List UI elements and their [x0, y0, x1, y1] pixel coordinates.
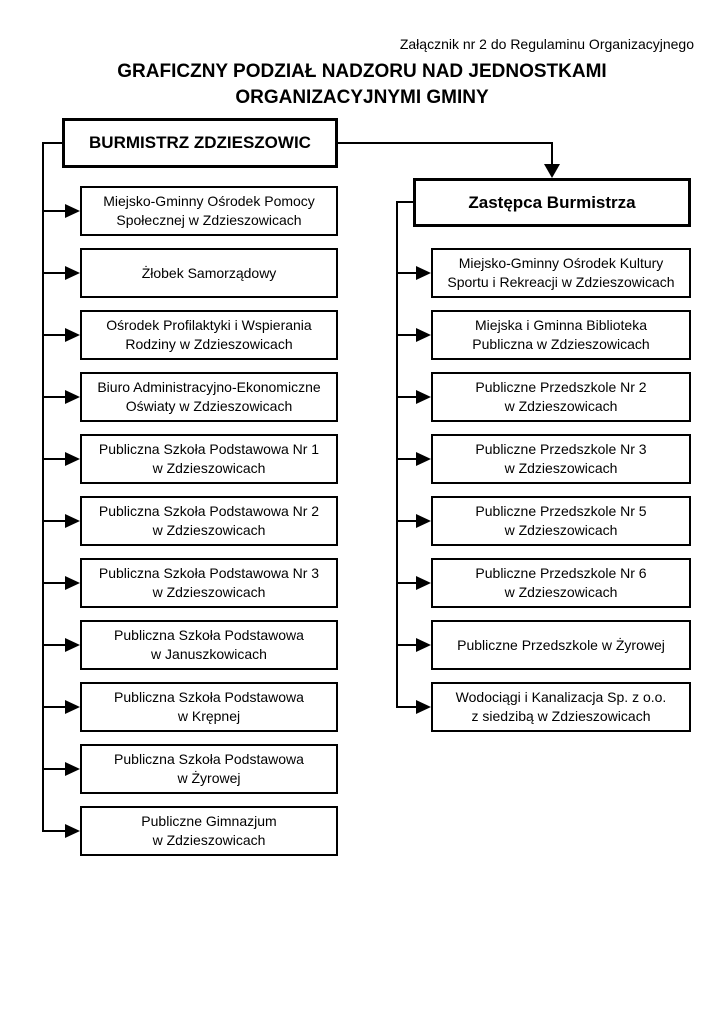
- page-title-line2: ORGANIZACYJNYMI GMINY: [235, 87, 489, 108]
- unit-line: Publiczne Przedszkole w Żyrowej: [457, 636, 665, 653]
- unit-line: Publiczne Przedszkole Nr 5: [475, 503, 647, 519]
- unit-line: w Zdzieszowicach: [504, 460, 618, 476]
- right-spine-line: [396, 201, 398, 707]
- unit-line: Ośrodek Profilaktyki i Wspierania: [106, 317, 312, 333]
- unit-line: Wodociągi i Kanalizacja Sp. z o.o.: [455, 689, 667, 705]
- arrow-right-icon: [42, 638, 80, 652]
- top-connector-vertical-line: [551, 142, 553, 166]
- unit-box-biuro-oswiaty: Biuro Administracyjno-Ekonomiczne Oświat…: [80, 372, 338, 422]
- arrow-right-icon: [42, 700, 80, 714]
- unit-line: Miejska i Gminna Biblioteka: [475, 317, 647, 333]
- unit-line: Publiczna Szkoła Podstawowa Nr 3: [98, 565, 320, 581]
- unit-box-psp2: Publiczna Szkoła Podstawowa Nr 2 w Zdzie…: [80, 496, 338, 546]
- arrow-right-icon: [396, 700, 431, 714]
- arrow-right-icon: [42, 390, 80, 404]
- unit-line: Biuro Administracyjno-Ekonomiczne: [97, 379, 321, 395]
- head-box-zastepca: Zastępca Burmistrza: [413, 178, 691, 227]
- unit-box-psp3: Publiczna Szkoła Podstawowa Nr 3 w Zdzie…: [80, 558, 338, 608]
- unit-line: w Zdzieszowicach: [152, 522, 266, 538]
- left-head-stub-line: [42, 142, 62, 144]
- head-box-burmistrz: BURMISTRZ ZDZIESZOWIC: [62, 118, 338, 168]
- unit-line: Miejsko-Gminny Ośrodek Kultury: [458, 255, 664, 271]
- arrow-right-icon: [42, 266, 80, 280]
- unit-line: w Zdzieszowicach: [504, 398, 618, 414]
- unit-line: w Januszkowicach: [151, 646, 267, 662]
- unit-line: z siedzibą w Zdzieszowicach: [471, 708, 651, 724]
- arrow-right-icon: [42, 452, 80, 466]
- arrow-right-icon: [396, 266, 431, 280]
- unit-box-przedszkole2: Publiczne Przedszkole Nr 2 w Zdzieszowic…: [431, 372, 691, 422]
- unit-line: Publiczna w Zdzieszowicach: [472, 336, 650, 352]
- left-spine-line: [42, 142, 44, 832]
- unit-line: Publiczna Szkoła Podstawowa Nr 1: [98, 441, 320, 457]
- unit-line: Oświaty w Zdzieszowicach: [125, 398, 293, 414]
- arrow-right-icon: [42, 328, 80, 342]
- unit-line: Publiczne Gimnazjum: [141, 813, 277, 829]
- unit-box-psp1: Publiczna Szkoła Podstawowa Nr 1 w Zdzie…: [80, 434, 338, 484]
- arrow-right-icon: [42, 824, 80, 838]
- arrow-right-icon: [396, 452, 431, 466]
- arrow-right-icon: [42, 576, 80, 590]
- unit-line: w Zdzieszowicach: [152, 832, 266, 848]
- unit-box-psp-zyrowa: Publiczna Szkoła Podstawowa w Żyrowej: [80, 744, 338, 794]
- unit-line: Rodziny w Zdzieszowicach: [125, 336, 293, 352]
- page-title: GRAFICZNY PODZIAŁ NADZORU NAD JEDNOSTKAM…: [0, 59, 724, 111]
- unit-line: Publiczne Przedszkole Nr 2: [475, 379, 647, 395]
- arrow-right-icon: [42, 762, 80, 776]
- arrow-right-icon: [396, 328, 431, 342]
- unit-box-wodociagi: Wodociągi i Kanalizacja Sp. z o.o. z sie…: [431, 682, 691, 732]
- unit-line: w Krępnej: [177, 708, 241, 724]
- unit-line: Publiczne Przedszkole Nr 3: [475, 441, 647, 457]
- unit-line: Miejsko-Gminny Ośrodek Pomocy: [103, 193, 315, 209]
- unit-box-przedszkole3: Publiczne Przedszkole Nr 3 w Zdzieszowic…: [431, 434, 691, 484]
- arrow-right-icon: [42, 204, 80, 218]
- unit-line: w Zdzieszowicach: [152, 584, 266, 600]
- arrow-right-icon: [396, 576, 431, 590]
- unit-line: Publiczne Przedszkole Nr 6: [475, 565, 647, 581]
- unit-line: w Zdzieszowicach: [504, 522, 618, 538]
- unit-line: Publiczna Szkoła Podstawowa: [114, 689, 304, 705]
- unit-line: Żłobek Samorządowy: [141, 264, 277, 281]
- unit-line: w Żyrowej: [177, 770, 241, 786]
- right-head-stub-line: [396, 201, 415, 203]
- unit-box-przedszkole-zyrowa: Publiczne Przedszkole w Żyrowej: [431, 620, 691, 670]
- unit-box-biblioteka: Miejska i Gminna Biblioteka Publiczna w …: [431, 310, 691, 360]
- unit-box-osrodek-profilaktyki: Ośrodek Profilaktyki i Wspierania Rodzin…: [80, 310, 338, 360]
- unit-box-zlobek: Żłobek Samorządowy: [80, 248, 338, 298]
- unit-line: Publiczna Szkoła Podstawowa: [114, 627, 304, 643]
- unit-line: w Zdzieszowicach: [152, 460, 266, 476]
- unit-box-psp-krepna: Publiczna Szkoła Podstawowa w Krępnej: [80, 682, 338, 732]
- arrow-right-icon: [396, 514, 431, 528]
- unit-line: Społecznej w Zdzieszowicach: [116, 212, 302, 228]
- unit-line: Sportu i Rekreacji w Zdzieszowicach: [447, 274, 675, 290]
- unit-line: w Zdzieszowicach: [504, 584, 618, 600]
- unit-box-gimnazjum: Publiczne Gimnazjum w Zdzieszowicach: [80, 806, 338, 856]
- arrow-right-icon: [396, 390, 431, 404]
- arrow-right-icon: [42, 514, 80, 528]
- unit-box-psp-januszkowice: Publiczna Szkoła Podstawowa w Januszkowi…: [80, 620, 338, 670]
- arrow-down-icon: [544, 164, 560, 178]
- unit-line: Publiczna Szkoła Podstawowa: [114, 751, 304, 767]
- unit-box-przedszkole6: Publiczne Przedszkole Nr 6 w Zdzieszowic…: [431, 558, 691, 608]
- arrow-right-icon: [396, 638, 431, 652]
- unit-line: Publiczna Szkoła Podstawowa Nr 2: [98, 503, 320, 519]
- attachment-note: Załącznik nr 2 do Regulaminu Organizacyj…: [399, 36, 694, 52]
- top-connector-horizontal-line: [338, 142, 553, 144]
- unit-box-osrodek-kultury: Miejsko-Gminny Ośrodek Kultury Sportu i …: [431, 248, 691, 298]
- page-title-line1: GRAFICZNY PODZIAŁ NADZORU NAD JEDNOSTKAM…: [117, 61, 607, 82]
- unit-box-osrodek-pomocy: Miejsko-Gminny Ośrodek Pomocy Społecznej…: [80, 186, 338, 236]
- unit-box-przedszkole5: Publiczne Przedszkole Nr 5 w Zdzieszowic…: [431, 496, 691, 546]
